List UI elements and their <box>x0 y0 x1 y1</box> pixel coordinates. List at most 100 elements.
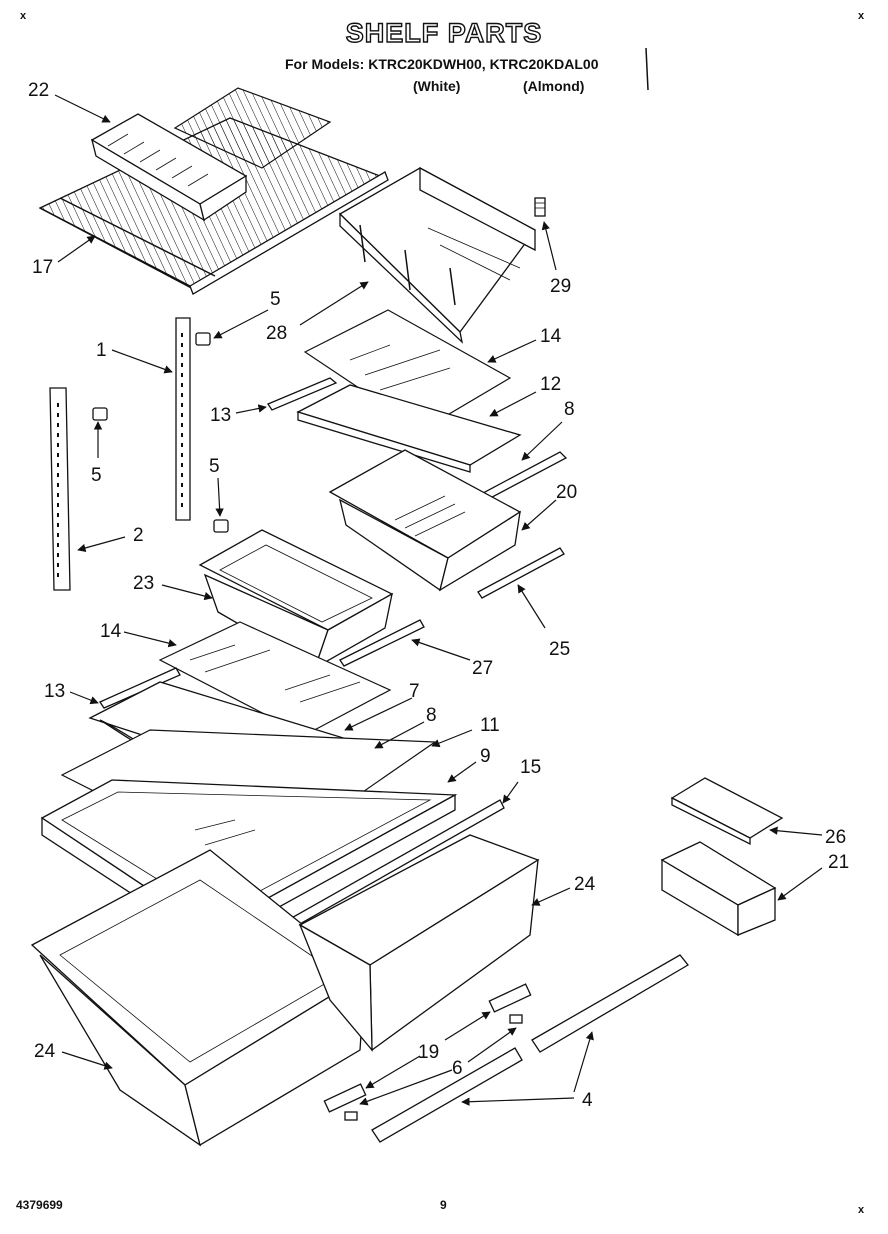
lower-shelf-trim-left <box>99 667 181 709</box>
dairy-door <box>670 777 784 846</box>
leader-6-left <box>359 1069 453 1106</box>
corner-mark-bottom-right: x <box>858 1204 865 1216</box>
snack-pan <box>198 529 394 670</box>
callout-28: 28 <box>266 323 287 344</box>
header-margin-mark <box>645 47 649 91</box>
upper-shelf-trim-left <box>267 377 338 411</box>
drawer-slide-right <box>531 954 689 1053</box>
callout-23: 23 <box>133 573 154 594</box>
callout-26: 26 <box>825 827 846 848</box>
corner-mark-top-left: x <box>20 10 27 22</box>
crisper-drawer-left <box>30 849 367 1147</box>
leader-27 <box>411 638 471 661</box>
callout-6: 6 <box>452 1058 463 1079</box>
document-number: 4379699 <box>16 1198 63 1212</box>
rail-screw-left <box>92 407 108 421</box>
callout-14-top: 14 <box>540 326 562 347</box>
callout-13-top: 13 <box>210 405 231 426</box>
leader-26 <box>769 826 823 836</box>
callout-1: 1 <box>96 340 107 361</box>
models-line: For Models: KTRC20KDWH00, KTRC20KDAL00 <box>285 56 599 72</box>
leader-7 <box>344 697 413 731</box>
callout-24-right: 24 <box>574 874 596 895</box>
callout-21: 21 <box>828 852 849 873</box>
leader-17 <box>57 235 96 263</box>
drawer-slide-left <box>371 1047 523 1143</box>
leader-8-bottom <box>374 721 425 749</box>
drawer-label-plate <box>323 983 532 1113</box>
upper-shelf-frame <box>296 384 522 473</box>
callout-20: 20 <box>556 482 577 503</box>
callout-29: 29 <box>550 276 571 297</box>
pan-trim <box>339 619 425 667</box>
leader-14-bottom <box>123 631 177 648</box>
leader-9 <box>447 761 477 783</box>
leader-25 <box>517 584 546 629</box>
leader-11 <box>431 729 473 748</box>
leader-8-top <box>521 421 563 461</box>
leader-19-left <box>365 1055 421 1089</box>
leader-20 <box>521 499 557 531</box>
callout-9: 9 <box>480 746 491 767</box>
leader-13-bottom <box>69 691 99 705</box>
leader-13-top <box>235 404 267 414</box>
page-number: 9 <box>440 1198 447 1212</box>
callout-5-top: 5 <box>270 289 281 310</box>
callout-25: 25 <box>549 639 570 660</box>
corner-mark-top-right: x <box>858 10 865 22</box>
callout-8-top: 8 <box>564 399 575 420</box>
leader-24-left <box>61 1051 113 1070</box>
callout-17: 17 <box>32 257 53 278</box>
meat-drawer <box>328 449 522 592</box>
variant-white-label: (White) <box>413 78 461 94</box>
leader-15 <box>502 781 519 804</box>
rail-screw-bottom <box>213 519 229 533</box>
leader-29 <box>541 221 557 271</box>
callout-14-bottom: 14 <box>100 621 122 642</box>
leader-19-right <box>444 1011 491 1041</box>
callout-12: 12 <box>540 374 561 395</box>
variant-almond-label: (Almond) <box>523 78 585 94</box>
leader-6-right <box>467 1027 517 1063</box>
leader-22 <box>54 94 111 123</box>
callout-8-bottom: 8 <box>426 705 437 726</box>
shelf-rail-right <box>175 317 191 521</box>
leader-1 <box>111 349 173 374</box>
callout-7: 7 <box>409 681 420 702</box>
callout-22: 22 <box>28 80 49 101</box>
callout-27: 27 <box>472 658 493 679</box>
callout-4: 4 <box>582 1090 593 1111</box>
leader-23 <box>161 584 213 601</box>
callout-5-bottom: 5 <box>209 456 220 477</box>
shelf-rail-left <box>49 387 71 591</box>
callout-15: 15 <box>520 757 541 778</box>
leader-21 <box>777 867 823 901</box>
leader-4-left <box>461 1097 575 1106</box>
drawer-trim-lower <box>477 547 565 599</box>
callout-5-left: 5 <box>91 465 102 486</box>
page-title: SHELF PARTS <box>345 17 543 48</box>
ice-cube-tray <box>90 113 248 222</box>
leader-2 <box>77 536 126 553</box>
leader-24-right <box>531 887 571 906</box>
shelf-bracket-assembly <box>338 166 536 344</box>
callout-2: 2 <box>133 525 144 546</box>
leader-4-right <box>573 1031 594 1093</box>
dairy-bin <box>660 841 777 937</box>
callout-24-left: 24 <box>34 1041 56 1062</box>
upper-wire-shelf <box>173 87 332 169</box>
callout-11: 11 <box>480 715 500 736</box>
lower-glass-shelf <box>158 621 392 736</box>
leader-12 <box>489 391 537 417</box>
callout-19: 19 <box>418 1042 439 1063</box>
callout-13-bottom: 13 <box>44 681 65 702</box>
leader-14-top <box>487 339 537 363</box>
rail-screw-top <box>195 332 211 346</box>
leader-5-top <box>213 309 269 339</box>
crisper-drawer-right <box>298 834 540 1052</box>
leader-28 <box>299 281 369 326</box>
leader-5-bottom <box>215 477 224 517</box>
drawer-clip <box>344 1014 523 1121</box>
